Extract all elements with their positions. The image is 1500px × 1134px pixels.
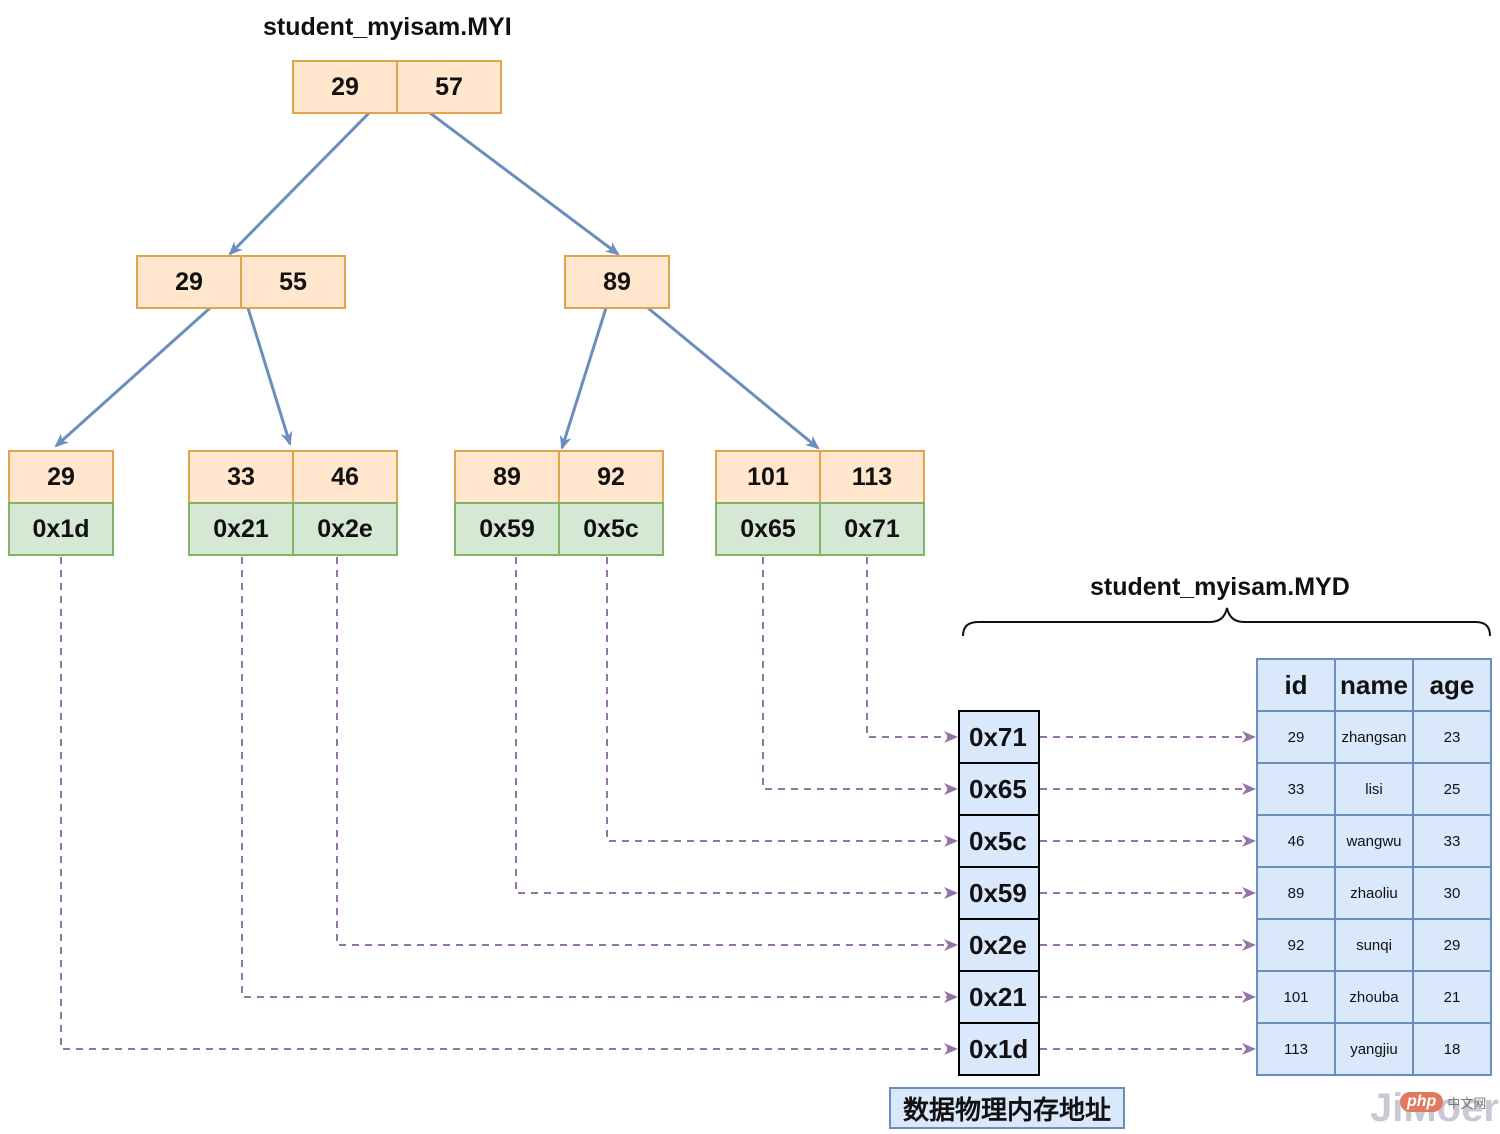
leaf-address: 0x21 — [188, 502, 294, 556]
leaf-key: 33 — [188, 450, 294, 504]
table-cell: 89 — [1256, 866, 1336, 920]
ptr-0x1d — [60, 557, 958, 1055]
leaf-key: 89 — [454, 450, 560, 504]
table-cell: 23 — [1412, 710, 1492, 764]
memory-block: 0x21 — [958, 970, 1040, 1024]
watermark-cn: 中文网 — [1447, 1096, 1487, 1112]
internal-key: 29 — [136, 255, 242, 309]
table-cell: 30 — [1412, 866, 1492, 920]
edge-l2b-to-leaf4 — [647, 306, 820, 450]
table-cell: 18 — [1412, 1022, 1492, 1076]
edge-l2a-to-leaf2 — [246, 307, 293, 446]
leaf-key: 113 — [819, 450, 925, 504]
leaf-key: 46 — [292, 450, 398, 504]
leaf-key: 101 — [715, 450, 821, 504]
edge-l2a-to-leaf1 — [54, 306, 212, 448]
table-cell: 29 — [1256, 710, 1336, 764]
edge-l2b-to-leaf3 — [559, 307, 608, 450]
ptr-0x2e — [336, 557, 958, 951]
leaf-address: 0x65 — [715, 502, 821, 556]
table-cell: 101 — [1256, 970, 1336, 1024]
memory-block: 0x65 — [958, 762, 1040, 816]
leaf-address: 0x5c — [558, 502, 664, 556]
table-cell: lisi — [1334, 762, 1414, 816]
internal-key: 55 — [240, 255, 346, 309]
table-header-cell: age — [1412, 658, 1492, 712]
table-cell: 33 — [1412, 814, 1492, 868]
table-header-cell: name — [1334, 658, 1414, 712]
table-cell: wangwu — [1334, 814, 1414, 868]
memory-block: 0x5c — [958, 814, 1040, 868]
internal-key: 89 — [564, 255, 670, 309]
leaf-key: 92 — [558, 450, 664, 504]
table-cell: sunqi — [1334, 918, 1414, 972]
table-header-cell: id — [1256, 658, 1336, 712]
leaf-address: 0x1d — [8, 502, 114, 556]
leaf-address: 0x59 — [454, 502, 560, 556]
table-cell: yangjiu — [1334, 1022, 1414, 1076]
memory-block: 0x71 — [958, 710, 1040, 764]
root-key: 29 — [292, 60, 398, 114]
leaf-address: 0x2e — [292, 502, 398, 556]
ptr-0x59 — [515, 557, 958, 899]
ptr-0x65 — [762, 557, 958, 795]
table-cell: zhangsan — [1334, 710, 1414, 764]
leaf-address: 0x71 — [819, 502, 925, 556]
leaf-key: 29 — [8, 450, 114, 504]
memory-address-caption: 数据物理内存地址 — [889, 1087, 1125, 1129]
root-key: 57 — [396, 60, 502, 114]
table-cell: 33 — [1256, 762, 1336, 816]
table-cell: 113 — [1256, 1022, 1336, 1076]
table-cell: 21 — [1412, 970, 1492, 1024]
myd-title: student_myisam.MYD — [1090, 573, 1350, 601]
myd-brace — [962, 607, 1491, 637]
ptr-0x5c — [606, 557, 958, 847]
table-cell: zhouba — [1334, 970, 1414, 1024]
ptr-0x21 — [241, 557, 958, 1003]
ptr-0x71 — [866, 557, 958, 743]
edge-root-to-right — [429, 111, 620, 256]
table-cell: 29 — [1412, 918, 1492, 972]
edge-root-to-left — [228, 111, 371, 256]
memory-block: 0x1d — [958, 1022, 1040, 1076]
table-cell: zhaoliu — [1334, 866, 1414, 920]
table-cell: 92 — [1256, 918, 1336, 972]
watermark-badge: php 中文网 — [1400, 1092, 1486, 1112]
table-cell: 46 — [1256, 814, 1336, 868]
memory-block: 0x2e — [958, 918, 1040, 972]
table-cell: 25 — [1412, 762, 1492, 816]
watermark-pill: php — [1400, 1092, 1444, 1112]
memory-block: 0x59 — [958, 866, 1040, 920]
myi-title: student_myisam.MYI — [263, 13, 512, 41]
